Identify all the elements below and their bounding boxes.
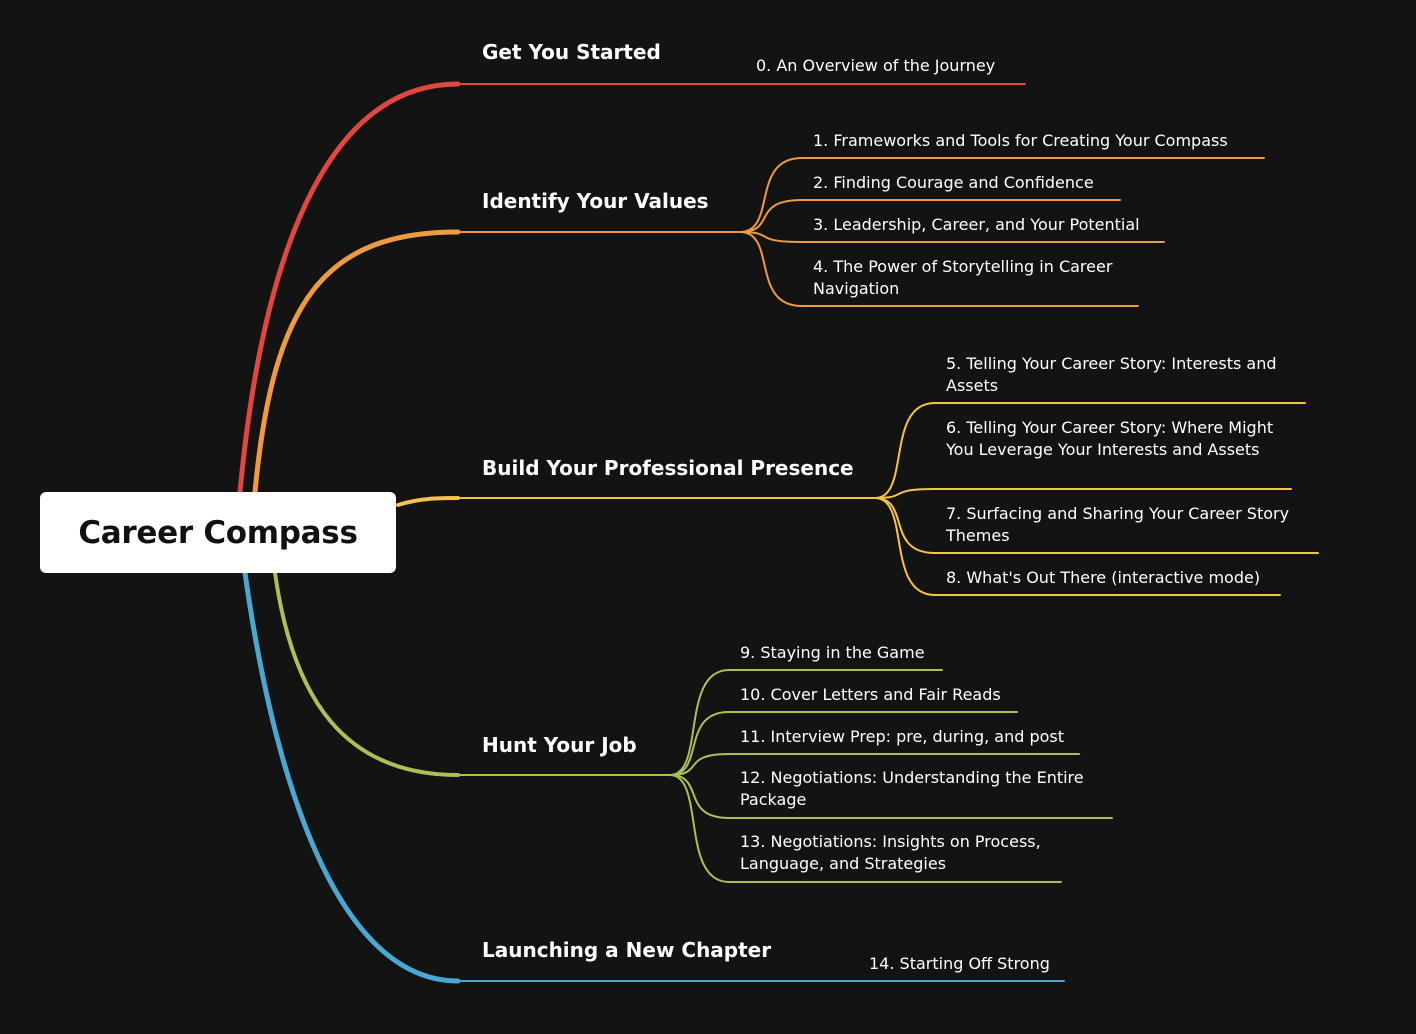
leaf-connector xyxy=(739,231,803,307)
subtopic[interactable]: 11. Interview Prep: pre, during, and pos… xyxy=(740,727,1065,746)
subtopic[interactable]: 2. Finding Courage and Confidence xyxy=(813,173,1094,192)
branch-connector xyxy=(273,571,460,777)
subtopic[interactable]: 6. Telling Your Career Story: Where Migh… xyxy=(946,418,1274,459)
leaf-connector xyxy=(874,497,936,554)
subtopic[interactable]: 13. Negotiations: Insights on Process, L… xyxy=(740,832,1041,873)
leaf-connector xyxy=(669,774,730,819)
leaf-connector xyxy=(669,711,730,776)
subtopic[interactable]: 9. Staying in the Game xyxy=(740,643,925,662)
subtopic[interactable]: 14. Starting Off Strong xyxy=(869,954,1050,973)
branch-connector xyxy=(252,229,461,495)
subtopic[interactable]: 0. An Overview of the Journey xyxy=(756,56,996,75)
subtopic[interactable]: 7. Surfacing and Sharing Your Career Sto… xyxy=(946,504,1290,545)
subtopic[interactable]: 4. The Power of Storytelling in Career N… xyxy=(813,257,1113,298)
leaf-connector xyxy=(739,231,803,243)
leaf-connector xyxy=(739,199,803,233)
subtopic[interactable]: 3. Leadership, Career, and Your Potentia… xyxy=(813,215,1140,234)
subtopic[interactable]: 1. Frameworks and Tools for Creating You… xyxy=(813,131,1228,150)
central-topic-title: Career Compass xyxy=(78,514,358,551)
branch-connector xyxy=(396,496,460,507)
branch-connector xyxy=(237,81,461,495)
subtopic[interactable]: 10. Cover Letters and Fair Reads xyxy=(740,685,1001,704)
branch-title[interactable]: Get You Started xyxy=(482,40,661,64)
leaf-connector xyxy=(874,488,936,499)
branch-title[interactable]: Launching a New Chapter xyxy=(482,938,772,962)
central-topic[interactable]: Career Compass xyxy=(40,492,396,573)
branch-title[interactable]: Build Your Professional Presence xyxy=(482,456,854,480)
leaf-connector xyxy=(874,497,936,596)
subtopic[interactable]: 8. What's Out There (interactive mode) xyxy=(946,568,1261,587)
subtopic[interactable]: 5. Telling Your Career Story: Interests … xyxy=(946,354,1277,395)
leaf-connector xyxy=(739,157,803,233)
branch-title[interactable]: Hunt Your Job xyxy=(482,733,637,757)
leaf-connector xyxy=(874,402,936,499)
leaf-connector xyxy=(669,753,730,776)
branch-connector xyxy=(242,570,461,984)
branch-title[interactable]: Identify Your Values xyxy=(482,189,709,213)
leaf-connector xyxy=(669,774,730,883)
leaf-connector xyxy=(669,669,730,776)
subtopic[interactable]: 12. Negotiations: Understanding the Enti… xyxy=(740,768,1084,809)
